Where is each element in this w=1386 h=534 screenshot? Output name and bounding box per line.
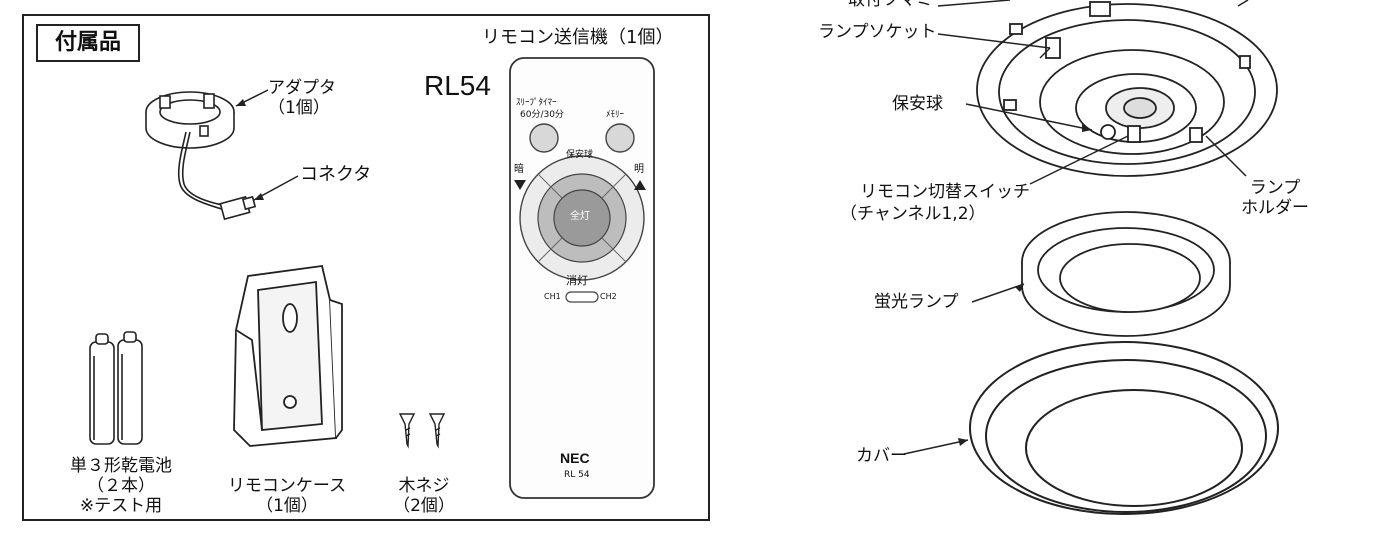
batteries-note: ※テスト用 xyxy=(79,496,163,516)
top-cut-label: 取付ツマミ xyxy=(848,0,933,10)
batteries-illustration xyxy=(89,331,143,445)
adapter-illustration xyxy=(145,91,257,221)
remote-dark-label: 暗 xyxy=(514,164,524,175)
accessories-title: 付属品 xyxy=(36,24,140,62)
remote-off-label: 消灯 xyxy=(566,274,588,287)
cover-label: カバー xyxy=(856,446,907,466)
lamp-holder-label-2: ホルダー xyxy=(1241,198,1309,218)
remote-ch2-label: CH2 xyxy=(600,292,617,301)
remote-case-label: リモコンケース xyxy=(227,476,347,496)
adapter-label: アダプタ xyxy=(268,78,336,98)
remote-switch-label: リモコン切替スイッチ xyxy=(860,182,1030,202)
remote-sleep-timer-label: ｽﾘｰﾌﾟﾀｲﾏｰ xyxy=(516,98,557,108)
adapter-count: （1個） xyxy=(268,98,330,118)
remote-brand-logo: NEC xyxy=(560,450,590,466)
batteries-count: （２本） xyxy=(87,476,155,496)
connector-label: コネクタ xyxy=(300,164,372,185)
cover-illustration xyxy=(969,341,1279,515)
remote-security-label: 保安球 xyxy=(566,150,594,160)
lamp-socket-label: ランプソケット xyxy=(818,22,937,42)
remote-bright-label: 明 xyxy=(634,164,644,175)
fluorescent-lamp-label: 蛍光ランプ xyxy=(874,292,959,312)
lamp-holder-label-1: ランプ xyxy=(1249,178,1301,198)
wood-screws-label: 木ネジ xyxy=(398,476,450,496)
remote-ch1-label: CH1 xyxy=(544,292,561,301)
security-bulb-label: 保安球 xyxy=(892,94,943,114)
wood-screws-illustration xyxy=(398,413,446,449)
fixture-base-illustration xyxy=(976,0,1280,177)
remote-model-small: RL 54 xyxy=(564,470,590,480)
remote-sleep-minutes-label: 60分/30分 xyxy=(520,110,564,120)
remote-switch-channels-label: （チャンネル1,2） xyxy=(840,204,986,224)
remote-caption: リモコン送信機（1個） xyxy=(482,27,674,48)
fluorescent-lamp-illustration xyxy=(1021,211,1231,337)
remote-control-illustration xyxy=(509,57,655,499)
remote-memory-label: ﾒﾓﾘｰ xyxy=(606,110,625,120)
remote-model-label: RL54 xyxy=(424,70,491,101)
batteries-label: 単３形乾電池 xyxy=(70,456,172,476)
remote-full-light-label: 全灯 xyxy=(570,211,590,222)
remote-case-count: （1個） xyxy=(256,496,318,516)
wood-screws-count: （2個） xyxy=(393,496,455,516)
remote-case-illustration xyxy=(233,264,343,447)
